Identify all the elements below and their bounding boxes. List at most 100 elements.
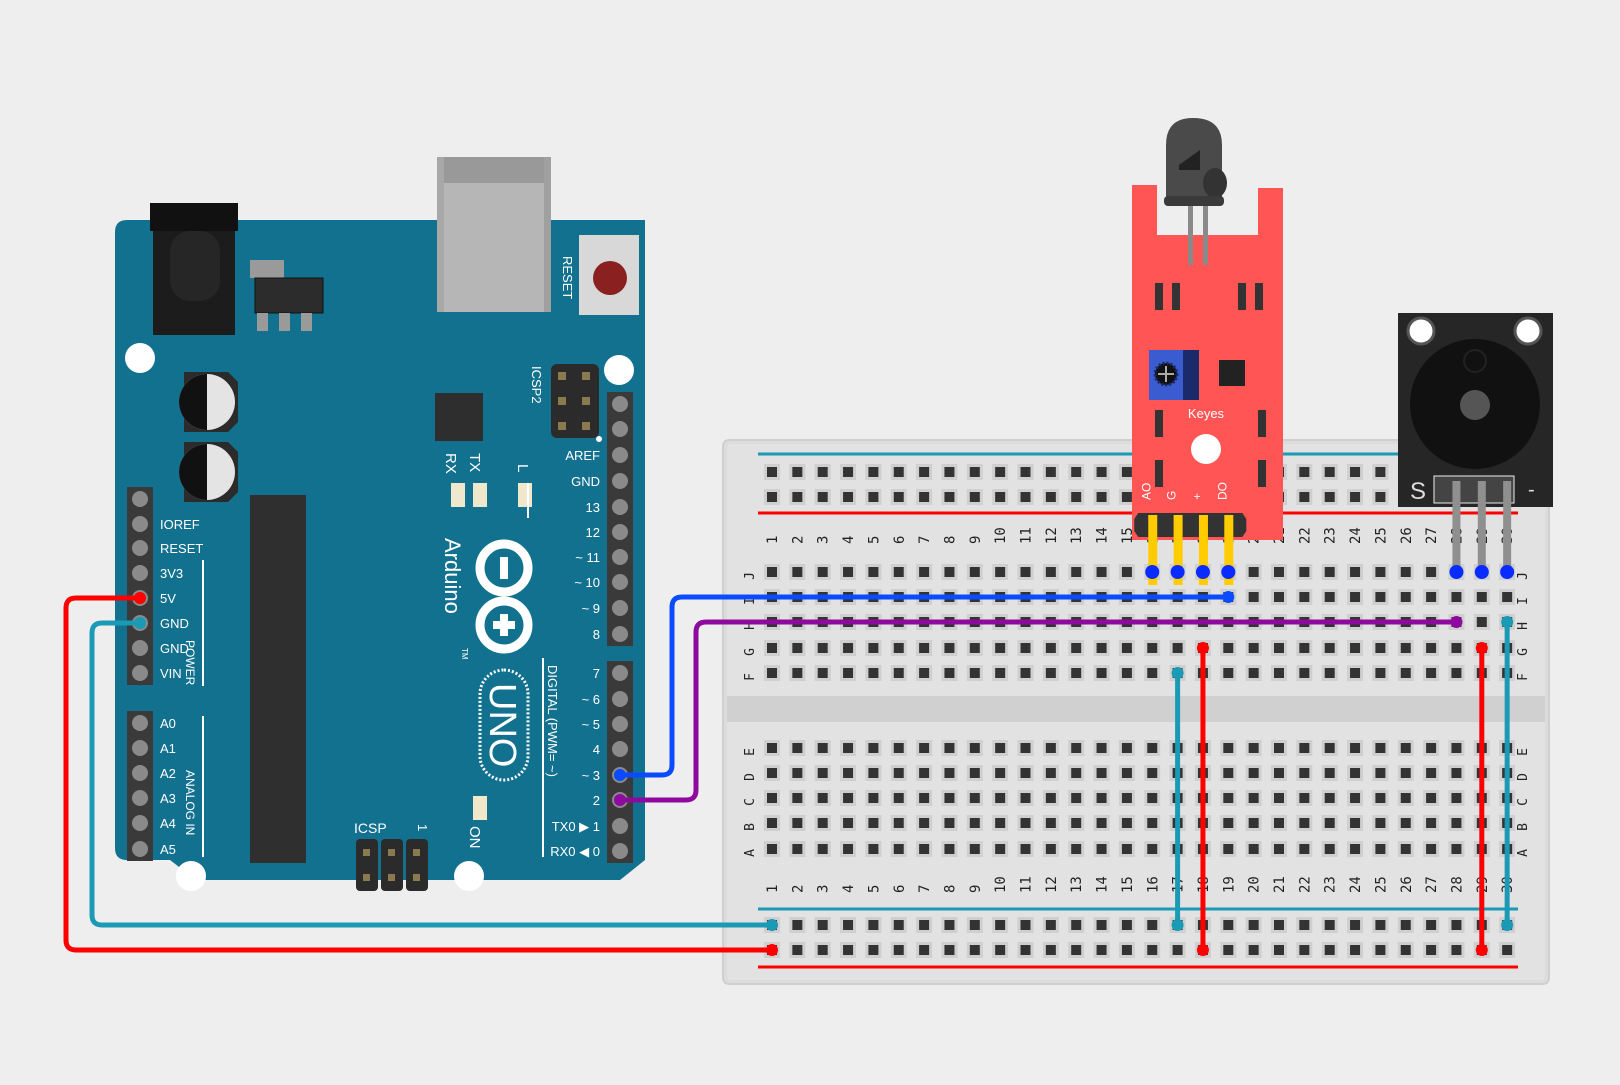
hole-D24[interactable] [1347, 765, 1364, 781]
hole-D4[interactable] [840, 765, 857, 781]
hole-B27[interactable] [1423, 815, 1440, 831]
hole-F3[interactable] [814, 665, 831, 681]
hole-F11[interactable] [1017, 665, 1034, 681]
hole-C5[interactable] [865, 790, 882, 806]
header-pin[interactable] [132, 516, 148, 532]
rail-hole[interactable] [966, 942, 983, 958]
hole-C27[interactable] [1423, 790, 1440, 806]
rail-hole[interactable] [992, 942, 1009, 958]
hole-B15[interactable] [1118, 815, 1135, 831]
hole-G24[interactable] [1347, 640, 1364, 656]
hole-G19[interactable] [1220, 640, 1237, 656]
hole-D3[interactable] [814, 765, 831, 781]
header-pin[interactable] [612, 741, 628, 757]
hole-C13[interactable] [1068, 790, 1085, 806]
rail-hole[interactable] [916, 464, 933, 480]
hole-C22[interactable] [1296, 790, 1313, 806]
hole-G23[interactable] [1321, 640, 1338, 656]
hole-E19[interactable] [1220, 740, 1237, 756]
flame-pin-connection[interactable] [1221, 565, 1236, 579]
rail-hole[interactable] [814, 464, 831, 480]
rail-hole[interactable] [1042, 942, 1059, 958]
header-pin[interactable] [612, 499, 628, 515]
header-pin[interactable] [612, 447, 628, 463]
hole-E5[interactable] [865, 740, 882, 756]
hole-J7[interactable] [916, 564, 933, 580]
hole-A15[interactable] [1118, 841, 1135, 857]
hole-F10[interactable] [992, 665, 1009, 681]
hole-B1[interactable] [764, 815, 780, 831]
hole-A19[interactable] [1220, 841, 1237, 857]
rail-hole[interactable] [966, 917, 983, 933]
rail-hole[interactable] [941, 917, 958, 933]
rail-hole[interactable] [814, 942, 831, 958]
hole-A26[interactable] [1397, 841, 1414, 857]
hole-F16[interactable] [1144, 665, 1161, 681]
header-pin[interactable] [612, 574, 628, 590]
hole-B11[interactable] [1017, 815, 1034, 831]
hole-B2[interactable] [789, 815, 806, 831]
buzzer-pin-connection[interactable] [1500, 565, 1515, 579]
hole-A20[interactable] [1245, 841, 1262, 857]
rail-hole[interactable] [865, 464, 882, 480]
hole-F6[interactable] [890, 665, 907, 681]
hole-B24[interactable] [1347, 815, 1364, 831]
hole-D2[interactable] [789, 765, 806, 781]
header-pin[interactable] [612, 600, 628, 616]
hole-I30[interactable] [1499, 589, 1516, 605]
header-pin[interactable] [612, 524, 628, 540]
header-pin[interactable] [132, 715, 148, 731]
header-pin[interactable] [132, 765, 148, 781]
header-pin[interactable] [612, 843, 628, 859]
hole-D25[interactable] [1372, 765, 1389, 781]
header-pin[interactable] [132, 540, 148, 556]
rail-hole[interactable] [1296, 942, 1313, 958]
wire-endpoint[interactable] [1171, 919, 1184, 931]
hole-E9[interactable] [966, 740, 983, 756]
hole-E11[interactable] [1017, 740, 1034, 756]
rail-hole[interactable] [1347, 942, 1364, 958]
hole-C7[interactable] [916, 790, 933, 806]
hole-B21[interactable] [1271, 815, 1287, 831]
hole-J5[interactable] [865, 564, 882, 580]
hole-E7[interactable] [916, 740, 933, 756]
rail-hole[interactable] [1220, 942, 1237, 958]
hole-G15[interactable] [1118, 640, 1135, 656]
hole-J3[interactable] [814, 564, 831, 580]
rail-hole[interactable] [966, 464, 983, 480]
rail-hole[interactable] [789, 942, 806, 958]
rail-hole[interactable] [1118, 489, 1135, 505]
hole-F13[interactable] [1068, 665, 1085, 681]
rail-hole[interactable] [789, 464, 806, 480]
rail-hole[interactable] [814, 489, 831, 505]
hole-I27[interactable] [1423, 589, 1440, 605]
hole-G26[interactable] [1397, 640, 1414, 656]
hole-A10[interactable] [992, 841, 1009, 857]
hole-J26[interactable] [1397, 564, 1414, 580]
header-pin[interactable] [612, 549, 628, 565]
rail-hole[interactable] [1169, 942, 1186, 958]
hole-D16[interactable] [1144, 765, 1161, 781]
hole-I21[interactable] [1271, 589, 1287, 605]
hole-F20[interactable] [1245, 665, 1262, 681]
rail-hole[interactable] [1423, 917, 1440, 933]
hole-I22[interactable] [1296, 589, 1313, 605]
hole-J10[interactable] [992, 564, 1009, 580]
hole-B4[interactable] [840, 815, 857, 831]
hole-E16[interactable] [1144, 740, 1161, 756]
rail-hole[interactable] [1347, 917, 1364, 933]
hole-C11[interactable] [1017, 790, 1034, 806]
wire-buzzer-minus-gnd[interactable] [1501, 616, 1514, 931]
hole-E23[interactable] [1321, 740, 1338, 756]
hole-F1[interactable] [764, 665, 780, 681]
hole-G9[interactable] [966, 640, 983, 656]
rail-hole[interactable] [840, 917, 857, 933]
hole-A25[interactable] [1372, 841, 1389, 857]
hole-C16[interactable] [1144, 790, 1161, 806]
rail-hole[interactable] [1423, 942, 1440, 958]
hole-B22[interactable] [1296, 815, 1313, 831]
rail-hole[interactable] [840, 464, 857, 480]
hole-F25[interactable] [1372, 665, 1389, 681]
hole-D1[interactable] [764, 765, 780, 781]
